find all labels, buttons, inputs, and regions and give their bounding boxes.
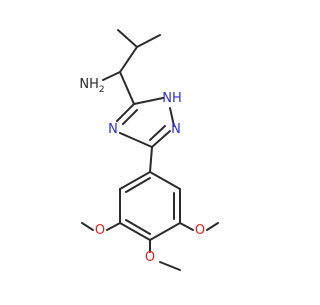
bond-ar-inner-2 [125, 219, 151, 235]
bond-o-ch3-para [159, 261, 181, 271]
bond-ch-ch [119, 46, 138, 73]
bond-c-nh2 [102, 71, 121, 81]
ring-n-right-label: N [171, 122, 181, 137]
bond-c5-n1 [133, 97, 164, 105]
amine-group-text: NH [79, 77, 99, 92]
oxygen-left-label: O [95, 223, 105, 238]
bond-ar-4 [119, 222, 151, 241]
oxygen-right-label: O [195, 223, 205, 238]
bond-ch3-right [136, 34, 161, 48]
amine-subscript: 2 [99, 85, 105, 95]
structure-canvas: NH2 NH N N O O O [79, 29, 219, 271]
bond-n2-c3-double [149, 125, 166, 141]
ring-nh-label: NH [162, 91, 182, 106]
atom-label-layer: NH2 NH N N O O O [79, 77, 205, 265]
bond-o-ch3-right [206, 222, 219, 231]
bond-n2-c3 [151, 130, 171, 148]
oxygen-para-label: O [145, 250, 155, 265]
bond-ar-o-right [179, 222, 194, 231]
bond-n1-n2 [169, 107, 175, 127]
bond-ar-inner-3 [125, 177, 151, 193]
bond-c3-n4 [119, 132, 153, 148]
bond-layer [81, 29, 219, 271]
bond-ch3-left [117, 29, 138, 48]
bond-o-ch3-left [81, 222, 94, 231]
bond-c-triazole [119, 71, 135, 105]
chemical-structure-diagram: NH2 NH N N O O O [79, 29, 219, 271]
amine-label: NH2 [79, 77, 104, 95]
ring-n-left-label: N [108, 122, 118, 137]
bond-n4-c5 [116, 103, 135, 122]
bond-ar-o-left [106, 222, 121, 231]
bond-ar-6 [119, 171, 151, 190]
bond-ar-1 [149, 171, 181, 190]
bond-n4-c5-double [122, 109, 138, 125]
bond-ar-3 [149, 222, 181, 241]
bond-triazole-phenyl [149, 146, 153, 173]
